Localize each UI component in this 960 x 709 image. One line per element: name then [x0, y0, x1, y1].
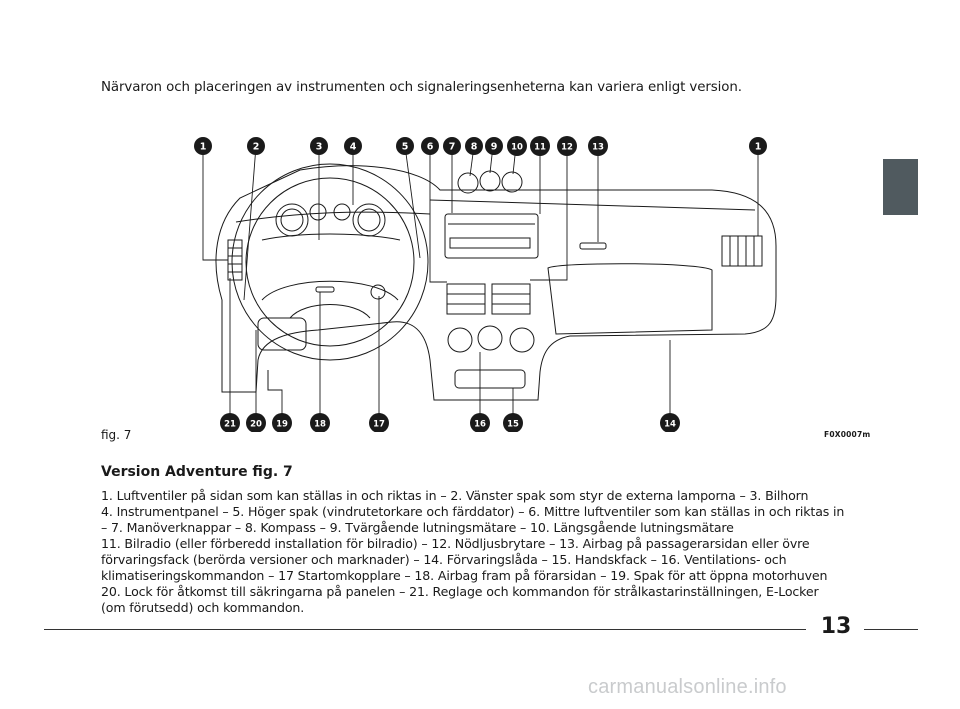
callouts-bottom: 21 20 19 18 17 16 15 14	[220, 413, 680, 432]
callout-top-1: 1	[200, 142, 207, 153]
figure-code: F0X0007m	[824, 430, 871, 439]
footer-rule-left	[44, 629, 806, 630]
callout-top-10: 10	[511, 143, 523, 153]
legend-line: 11. Bilradio (eller förberedd installati…	[101, 536, 810, 551]
callout-bottom-20: 20	[250, 420, 262, 430]
legend-line: klimatiseringskommandon – 17 Startomkopp…	[101, 568, 828, 583]
legend-line: – 7. Manöverknappar – 8. Kompass – 9. Tv…	[101, 520, 734, 535]
intro-text: Närvaron och placeringen av instrumenten…	[101, 80, 742, 95]
callout-top-8: 8	[471, 142, 478, 153]
callout-top-11: 11	[534, 143, 546, 153]
section-tab	[883, 159, 918, 215]
callout-bottom-21: 21	[224, 420, 236, 430]
callout-bottom-17: 17	[373, 420, 385, 430]
callouts-top: 1 2 3 4 5 6 7 8 9 10 11 12 13 1	[194, 136, 767, 156]
callout-top-3: 3	[316, 142, 323, 153]
footer-rule-right	[864, 629, 918, 630]
callout-bottom-16: 16	[474, 420, 486, 430]
radio-unit	[444, 213, 539, 259]
legend-line: 1. Luftventiler på sidan som kan ställas…	[101, 488, 809, 503]
callout-bottom-15: 15	[507, 420, 519, 430]
figure-caption: fig. 7	[101, 428, 132, 442]
callout-top-9: 9	[491, 142, 498, 153]
glovebox	[547, 263, 713, 335]
dashboard-outline	[215, 165, 777, 401]
steering-wheel	[231, 163, 429, 361]
callout-bottom-19: 19	[276, 420, 288, 430]
legend-line: (om förutsedd) och kommandon.	[101, 600, 305, 615]
section-title: Version Adventure fig. 7	[101, 464, 293, 480]
right-vent	[721, 235, 763, 267]
callout-bottom-18: 18	[314, 420, 326, 430]
climate-controls	[447, 325, 535, 353]
legend-line: 4. Instrumentpanel – 5. Höger spak (vind…	[101, 504, 845, 519]
callout-top-13: 13	[592, 143, 604, 153]
callout-top-4: 4	[350, 142, 357, 153]
callout-top-6: 6	[427, 142, 434, 153]
center-vents	[446, 283, 531, 315]
callout-top-1b: 1	[755, 142, 762, 153]
legend-line: 20. Lock för åtkomst till säkringarna på…	[101, 584, 819, 599]
lower-storage	[454, 369, 526, 389]
watermark: carmanualsonline.info	[588, 676, 787, 698]
callout-top-5: 5	[402, 142, 409, 153]
page-number: 13	[820, 614, 852, 639]
dashboard-illustration: 1 2 3 4 5 6 7 8 9 10 11 12 13 1 21 20 19…	[194, 136, 777, 432]
left-vent	[227, 239, 243, 281]
callout-top-2: 2	[253, 142, 260, 153]
legend-line: förvaringsfack (berörda versioner och ma…	[101, 552, 787, 567]
instrument-cluster	[261, 203, 401, 241]
callout-bottom-14: 14	[664, 420, 676, 430]
callout-top-7: 7	[449, 142, 456, 153]
legend-text: 1. Luftventiler på sidan som kan ställas…	[101, 488, 865, 616]
callout-top-12: 12	[561, 143, 573, 153]
